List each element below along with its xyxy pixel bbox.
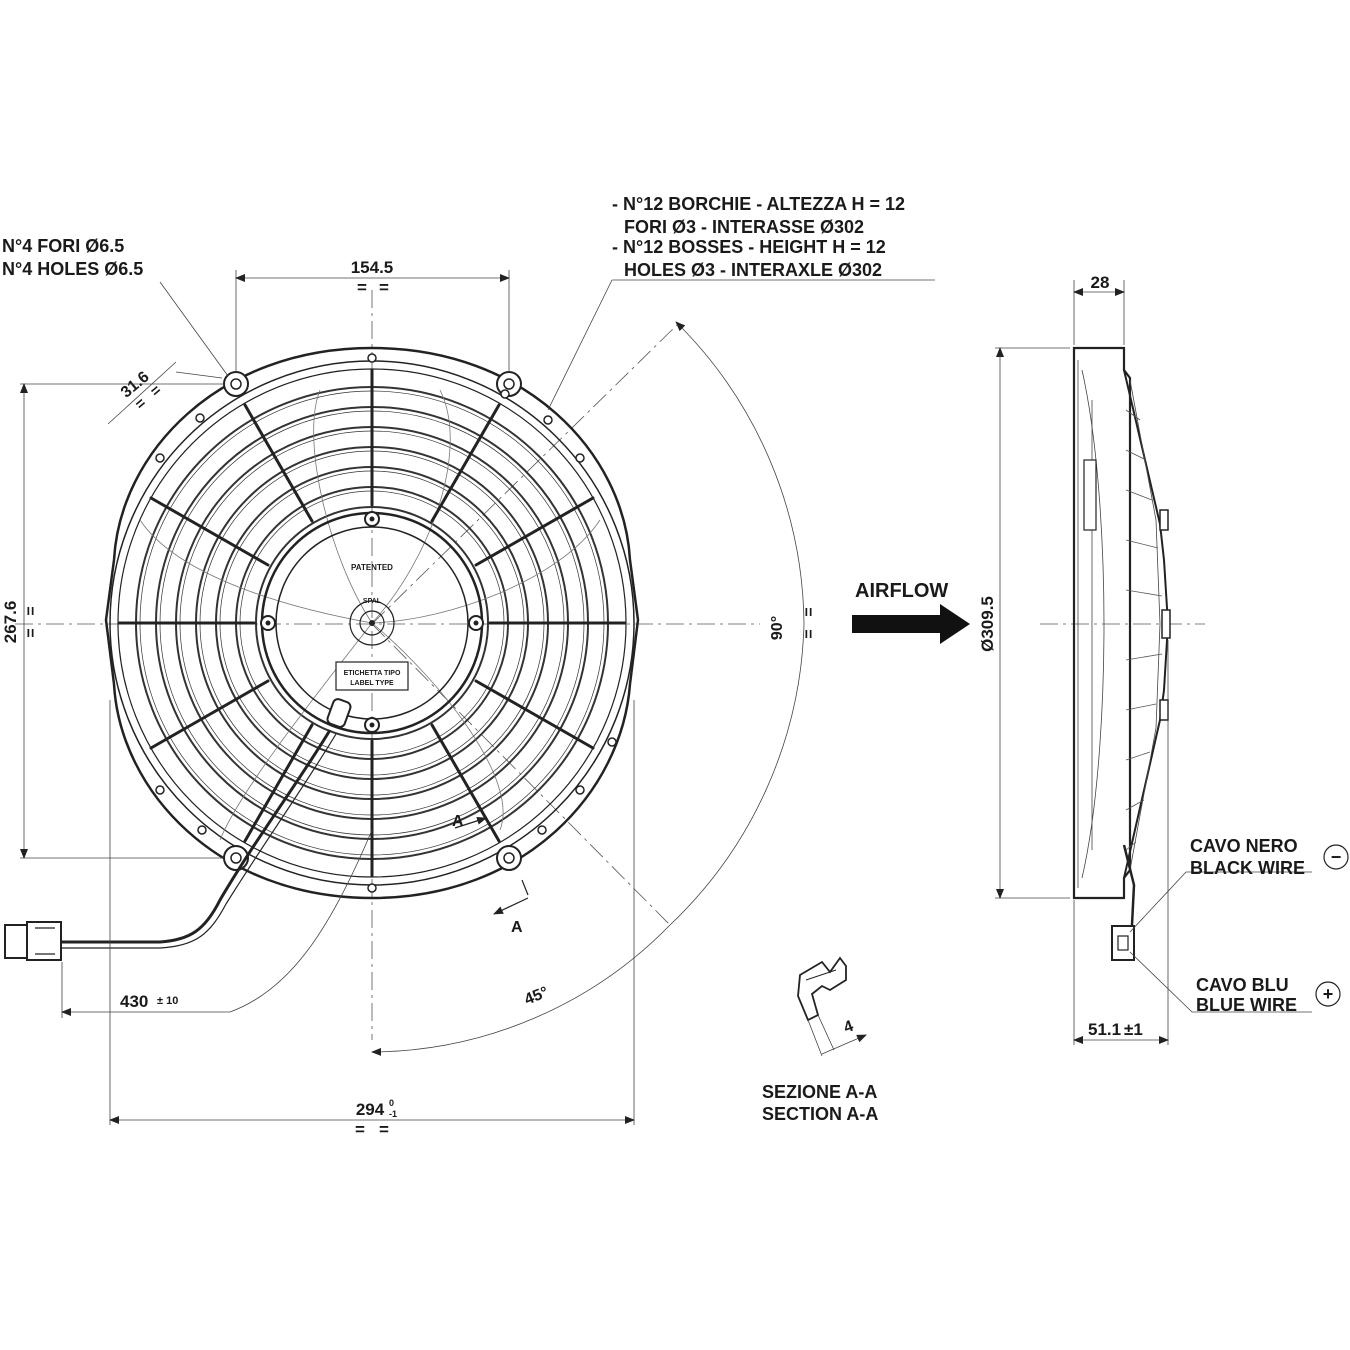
section-marker-lower: A xyxy=(511,919,523,936)
equal-mark: = xyxy=(23,628,40,637)
blue-wire-symbol: + xyxy=(1323,984,1334,1004)
side-motor-bump xyxy=(1159,509,1169,531)
dim-angle-90: 90° xyxy=(769,616,786,640)
patented-label: PATENTED xyxy=(351,563,393,572)
dim-angle-45: 45° xyxy=(522,984,551,1009)
section-a-a: 4 SEZIONE A-A SECTION A-A xyxy=(762,956,878,1124)
black-wire-callout: CAVO NERO BLACK WIRE − xyxy=(1190,836,1349,878)
equal-mark: = xyxy=(379,278,389,297)
airflow-indicator: AIRFLOW xyxy=(852,580,970,644)
section-profile xyxy=(797,956,847,1022)
rim-bosses xyxy=(155,353,617,893)
grille-spokes xyxy=(117,368,627,878)
diagonal-centerline xyxy=(371,321,681,625)
blue-wire-it: CAVO BLU xyxy=(1196,975,1289,995)
airflow-label: AIRFLOW xyxy=(855,580,948,602)
type-label-box xyxy=(335,661,409,691)
dim-overall-width-tol-upper: 0 xyxy=(389,1098,394,1108)
black-wire-symbol: − xyxy=(1331,847,1342,867)
dim-wire-length: 430 xyxy=(120,992,148,1011)
airflow-arrow-icon xyxy=(852,604,970,644)
note-bosses-en-2: HOLES Ø3 - INTERAXLE Ø302 xyxy=(624,260,882,280)
connector-plug xyxy=(4,921,62,961)
dim-diameter: Ø309.5 xyxy=(978,596,997,652)
black-wire-it: CAVO NERO xyxy=(1190,836,1298,856)
brand-mark: SPAL xyxy=(363,598,382,605)
blade-hints xyxy=(139,389,601,841)
dim-overall-width-tol-lower: -1 xyxy=(389,1109,397,1119)
dim-hole-spacing-vertical: 267.6 xyxy=(1,601,20,644)
note-holes-en: N°4 HOLES Ø6.5 xyxy=(2,259,143,279)
motor-shaft-ring xyxy=(349,600,395,646)
dim-depth-top: 28 xyxy=(1091,273,1110,292)
note-bosses-it-1: - N°12 BORCHIE - ALTEZZA H = 12 xyxy=(612,194,905,214)
side-connector-pin xyxy=(1117,935,1129,951)
cable-outer xyxy=(60,729,332,944)
type-label-en: LABEL TYPE xyxy=(350,680,394,687)
plus-icon xyxy=(1315,981,1341,1007)
section-title-it: SEZIONE A-A xyxy=(762,1082,877,1102)
equal-mark: = xyxy=(801,629,818,638)
dim-depth-bottom-tol: ±1 xyxy=(1124,1020,1143,1039)
equal-mark: = xyxy=(355,1120,365,1139)
section-title-en: SECTION A-A xyxy=(762,1104,878,1124)
side-wire xyxy=(1122,844,1136,926)
cable-gland xyxy=(326,698,352,728)
dim-overall-width: 294 xyxy=(356,1100,385,1119)
dim-hole-spacing-top: 154.5 xyxy=(351,258,394,277)
dim-section-thickness: 4 xyxy=(842,1018,856,1037)
side-motor-shaft xyxy=(1161,609,1171,639)
blue-wire-en: BLUE WIRE xyxy=(1196,995,1297,1015)
diagonal-centerline-lower xyxy=(371,623,671,926)
side-label xyxy=(1083,459,1097,531)
hub-screws xyxy=(260,511,484,733)
side-grille-ribs xyxy=(1125,409,1163,851)
note-bosses-en-1: - N°12 BOSSES - HEIGHT H = 12 xyxy=(612,237,886,257)
bosses-note: - N°12 BORCHIE - ALTEZZA H = 12 FORI Ø3 … xyxy=(547,194,935,411)
dim-depth-bottom: 51.1 xyxy=(1088,1020,1121,1039)
front-view: PATENTED SPAL ETICHETTA TIPO LABEL TYPE xyxy=(4,290,760,1040)
equal-mark: = xyxy=(132,394,150,413)
note-bosses-it-2: FORI Ø3 - INTERASSE Ø302 xyxy=(624,217,864,237)
cable-inner xyxy=(60,733,337,949)
dim-wire-length-tol: ± 10 xyxy=(157,995,178,1007)
section-marker-upper: A xyxy=(452,813,464,830)
fan-shroud-outline xyxy=(104,346,640,900)
side-shroud xyxy=(1072,346,1132,900)
blue-wire-callout: CAVO BLU BLUE WIRE + xyxy=(1196,975,1341,1015)
motor-shaft xyxy=(369,620,375,626)
minus-icon xyxy=(1323,844,1349,870)
black-wire-en: BLACK WIRE xyxy=(1190,858,1305,878)
holes-note: N°4 FORI Ø6.5 N°4 HOLES Ø6.5 xyxy=(2,236,229,377)
equal-mark: = xyxy=(357,278,367,297)
equal-mark: = xyxy=(23,606,40,615)
motor-shaft-inner xyxy=(359,610,385,636)
equal-mark: = xyxy=(801,607,818,616)
side-motor-bump xyxy=(1159,699,1169,721)
side-view: 28 Ø309.5 51.1 ±1 xyxy=(978,273,1312,1045)
note-holes-it: N°4 FORI Ø6.5 xyxy=(2,236,124,256)
type-label-it: ETICHETTA TIPO xyxy=(344,670,401,677)
equal-mark: = xyxy=(379,1120,389,1139)
